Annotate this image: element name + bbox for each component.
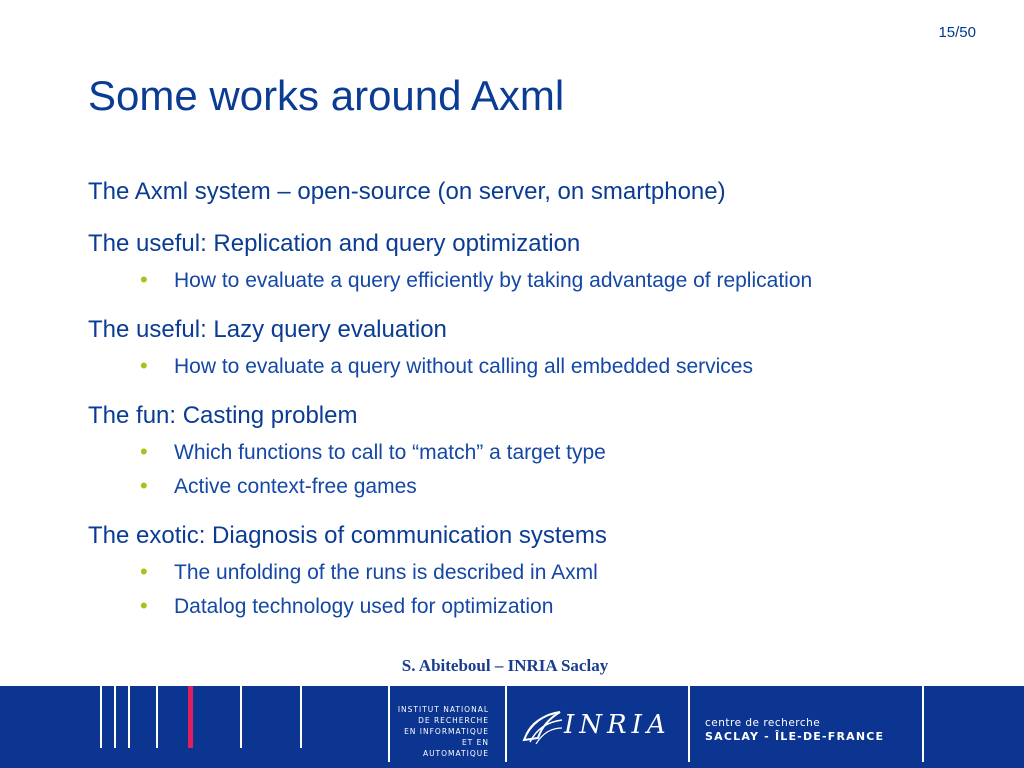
sub-bullet-text: The unfolding of the runs is described i… bbox=[174, 561, 598, 584]
sub-bullet-text: How to evaluate a query without calling … bbox=[174, 355, 753, 378]
decorative-line bbox=[100, 686, 102, 748]
bullet-icon: • bbox=[140, 267, 148, 292]
bullet-icon: • bbox=[140, 439, 148, 464]
decorative-red-line bbox=[188, 686, 193, 748]
bullet-item: The exotic: Diagnosis of communication s… bbox=[88, 522, 607, 549]
slide-title: Some works around Axml bbox=[88, 72, 565, 119]
centre-label: centre de recherche SACLAY - ÎLE-DE-FRAN… bbox=[705, 716, 884, 744]
inria-swirl-icon bbox=[522, 711, 563, 745]
sub-bullet-item: • Datalog technology used for optimizati… bbox=[88, 590, 988, 624]
decorative-line bbox=[688, 686, 690, 762]
decorative-line bbox=[114, 686, 116, 748]
sub-bullet-item: • How to evaluate a query efficiently by… bbox=[88, 264, 988, 298]
footer-credit: S. Abiteboul – INRIA Saclay bbox=[401, 656, 609, 675]
decorative-line bbox=[156, 686, 158, 748]
decorative-line bbox=[128, 686, 130, 748]
bullet-item: The useful: Replication and query optimi… bbox=[88, 230, 581, 257]
sub-bullet-text: How to evaluate a query efficiently by t… bbox=[174, 269, 813, 292]
decorative-line bbox=[505, 686, 507, 762]
sub-bullet-item: • The unfolding of the runs is described… bbox=[88, 556, 988, 590]
bullet-item: The Axml system – open-source (on server… bbox=[88, 178, 726, 205]
sub-bullet-item: • How to evaluate a query without callin… bbox=[88, 350, 988, 384]
decorative-line bbox=[388, 686, 390, 762]
bullet-item: The useful: Lazy query evaluation bbox=[88, 316, 447, 343]
inria-logo: INRIA bbox=[520, 704, 680, 750]
bullet-icon: • bbox=[140, 593, 148, 618]
inria-wordmark: INRIA bbox=[564, 710, 671, 740]
decorative-line bbox=[300, 686, 302, 748]
bullet-icon: • bbox=[140, 353, 148, 378]
bullet-icon: • bbox=[140, 559, 148, 584]
bullet-item: The fun: Casting problem bbox=[88, 402, 358, 429]
page-number: 15/50 bbox=[938, 24, 976, 41]
bullet-icon: • bbox=[140, 473, 148, 498]
sub-bullet-text: Active context-free games bbox=[174, 475, 417, 498]
sub-bullet-text: Datalog technology used for optimization bbox=[174, 595, 554, 618]
centre-line-1: centre de recherche bbox=[705, 717, 821, 729]
centre-line-2: SACLAY - ÎLE-DE-FRANCE bbox=[705, 730, 885, 743]
sub-bullet-item: • Which functions to call to “match” a t… bbox=[88, 436, 988, 470]
slide-content: The Axml system – open-source (on server… bbox=[88, 172, 988, 624]
footer-band: INSTITUT NATIONAL DE RECHERCHE EN INFORM… bbox=[0, 686, 1024, 768]
decorative-line bbox=[922, 686, 924, 762]
sub-bullet-text: Which functions to call to “match” a tar… bbox=[174, 441, 606, 464]
decorative-line bbox=[240, 686, 242, 748]
institut-text: INSTITUT NATIONAL DE RECHERCHE EN INFORM… bbox=[397, 705, 489, 758]
sub-bullet-item: • Active context-free games bbox=[88, 470, 988, 504]
